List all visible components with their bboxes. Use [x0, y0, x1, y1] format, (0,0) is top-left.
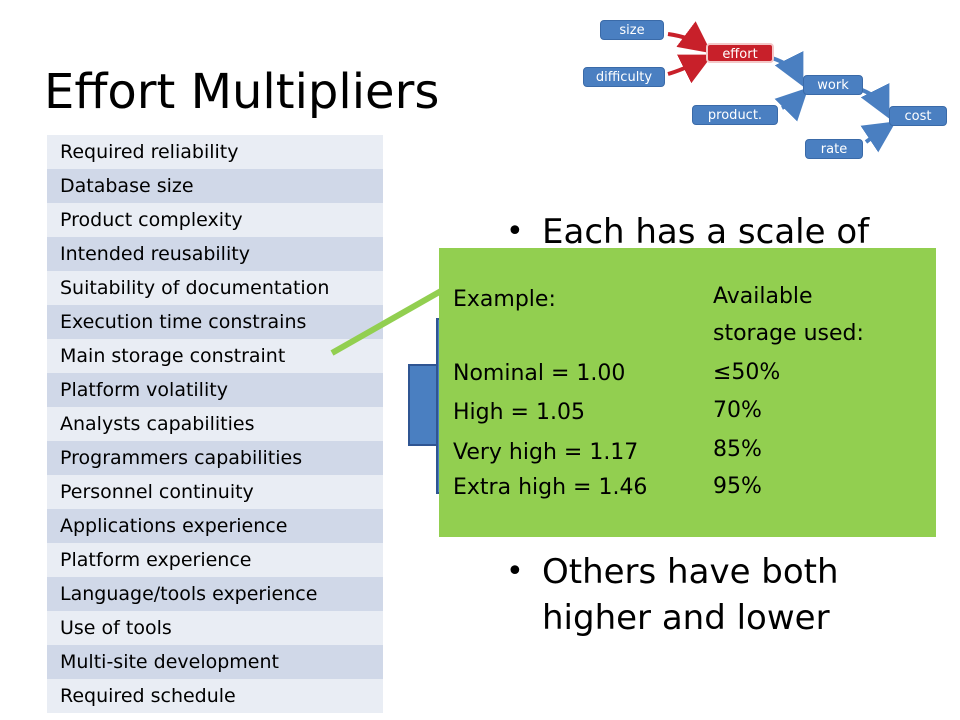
slide-title: Effort Multipliers	[44, 64, 440, 120]
storage-pct-nominal: ≤50%	[713, 360, 781, 385]
example-label: Example:	[453, 287, 556, 312]
arrow-effort-work	[771, 50, 804, 87]
multiplier-row: Use of tools	[47, 611, 383, 645]
bullet-dot: •	[506, 554, 524, 589]
storage-pct-extra-high: 95%	[713, 474, 762, 499]
arrow-rate-cost	[860, 121, 896, 153]
multiplier-row: Analysts capabilities	[47, 407, 383, 441]
available-heading-line2: storage used:	[713, 321, 864, 346]
node-product: product.	[692, 105, 778, 125]
rating-extra-high: Extra high = 1.46	[453, 475, 648, 500]
multiplier-row: Intended reusability	[47, 237, 383, 271]
multiplier-row: Language/tools experience	[47, 577, 383, 611]
multiplier-row: Suitability of documentation	[47, 271, 383, 305]
multiplier-row: Database size	[47, 169, 383, 203]
multiplier-row: Main storage constraint	[47, 339, 383, 373]
node-cost: cost	[889, 106, 947, 126]
storage-pct-very-high: 85%	[713, 437, 762, 462]
arrow-work-cost	[860, 82, 890, 119]
available-heading-line1: Available	[713, 284, 813, 309]
multiplier-row: Programmers capabilities	[47, 441, 383, 475]
arrow-product-work	[774, 87, 809, 122]
storage-pct-high: 70%	[713, 398, 762, 423]
arrow-difficulty-effort	[667, 54, 713, 84]
bullet-others: • Others have both higher and lower	[506, 549, 902, 641]
multiplier-row: Multi-site development	[47, 645, 383, 679]
multiplier-row: Product complexity	[47, 203, 383, 237]
flow-diagram	[667, 21, 896, 153]
bullet-text: Each has a scale of	[542, 212, 870, 252]
rating-high: High = 1.05	[453, 400, 585, 425]
node-difficulty: difficulty	[583, 67, 665, 87]
multiplier-row: Personnel continuity	[47, 475, 383, 509]
node-effort: effort	[706, 43, 774, 63]
rating-nominal: Nominal = 1.00	[453, 361, 626, 386]
multiplier-row: Required schedule	[47, 679, 383, 713]
node-size: size	[600, 20, 664, 40]
bullet-scale: • Each has a scale of	[506, 209, 870, 255]
node-work: work	[803, 75, 863, 95]
bullet-dot: •	[506, 214, 524, 249]
multiplier-row: Execution time constrains	[47, 305, 383, 339]
multiplier-row: Platform volatility	[47, 373, 383, 407]
multiplier-row: Platform experience	[47, 543, 383, 577]
bullet-text: Others have both higher and lower	[542, 552, 839, 638]
rating-very-high: Very high = 1.17	[453, 440, 639, 465]
node-rate: rate	[805, 139, 863, 159]
multiplier-row: Required reliability	[47, 135, 383, 169]
example-callout: Example: Nominal = 1.00 High = 1.05 Very…	[439, 248, 936, 537]
arrow-size-effort	[667, 21, 712, 54]
multiplier-row: Applications experience	[47, 509, 383, 543]
